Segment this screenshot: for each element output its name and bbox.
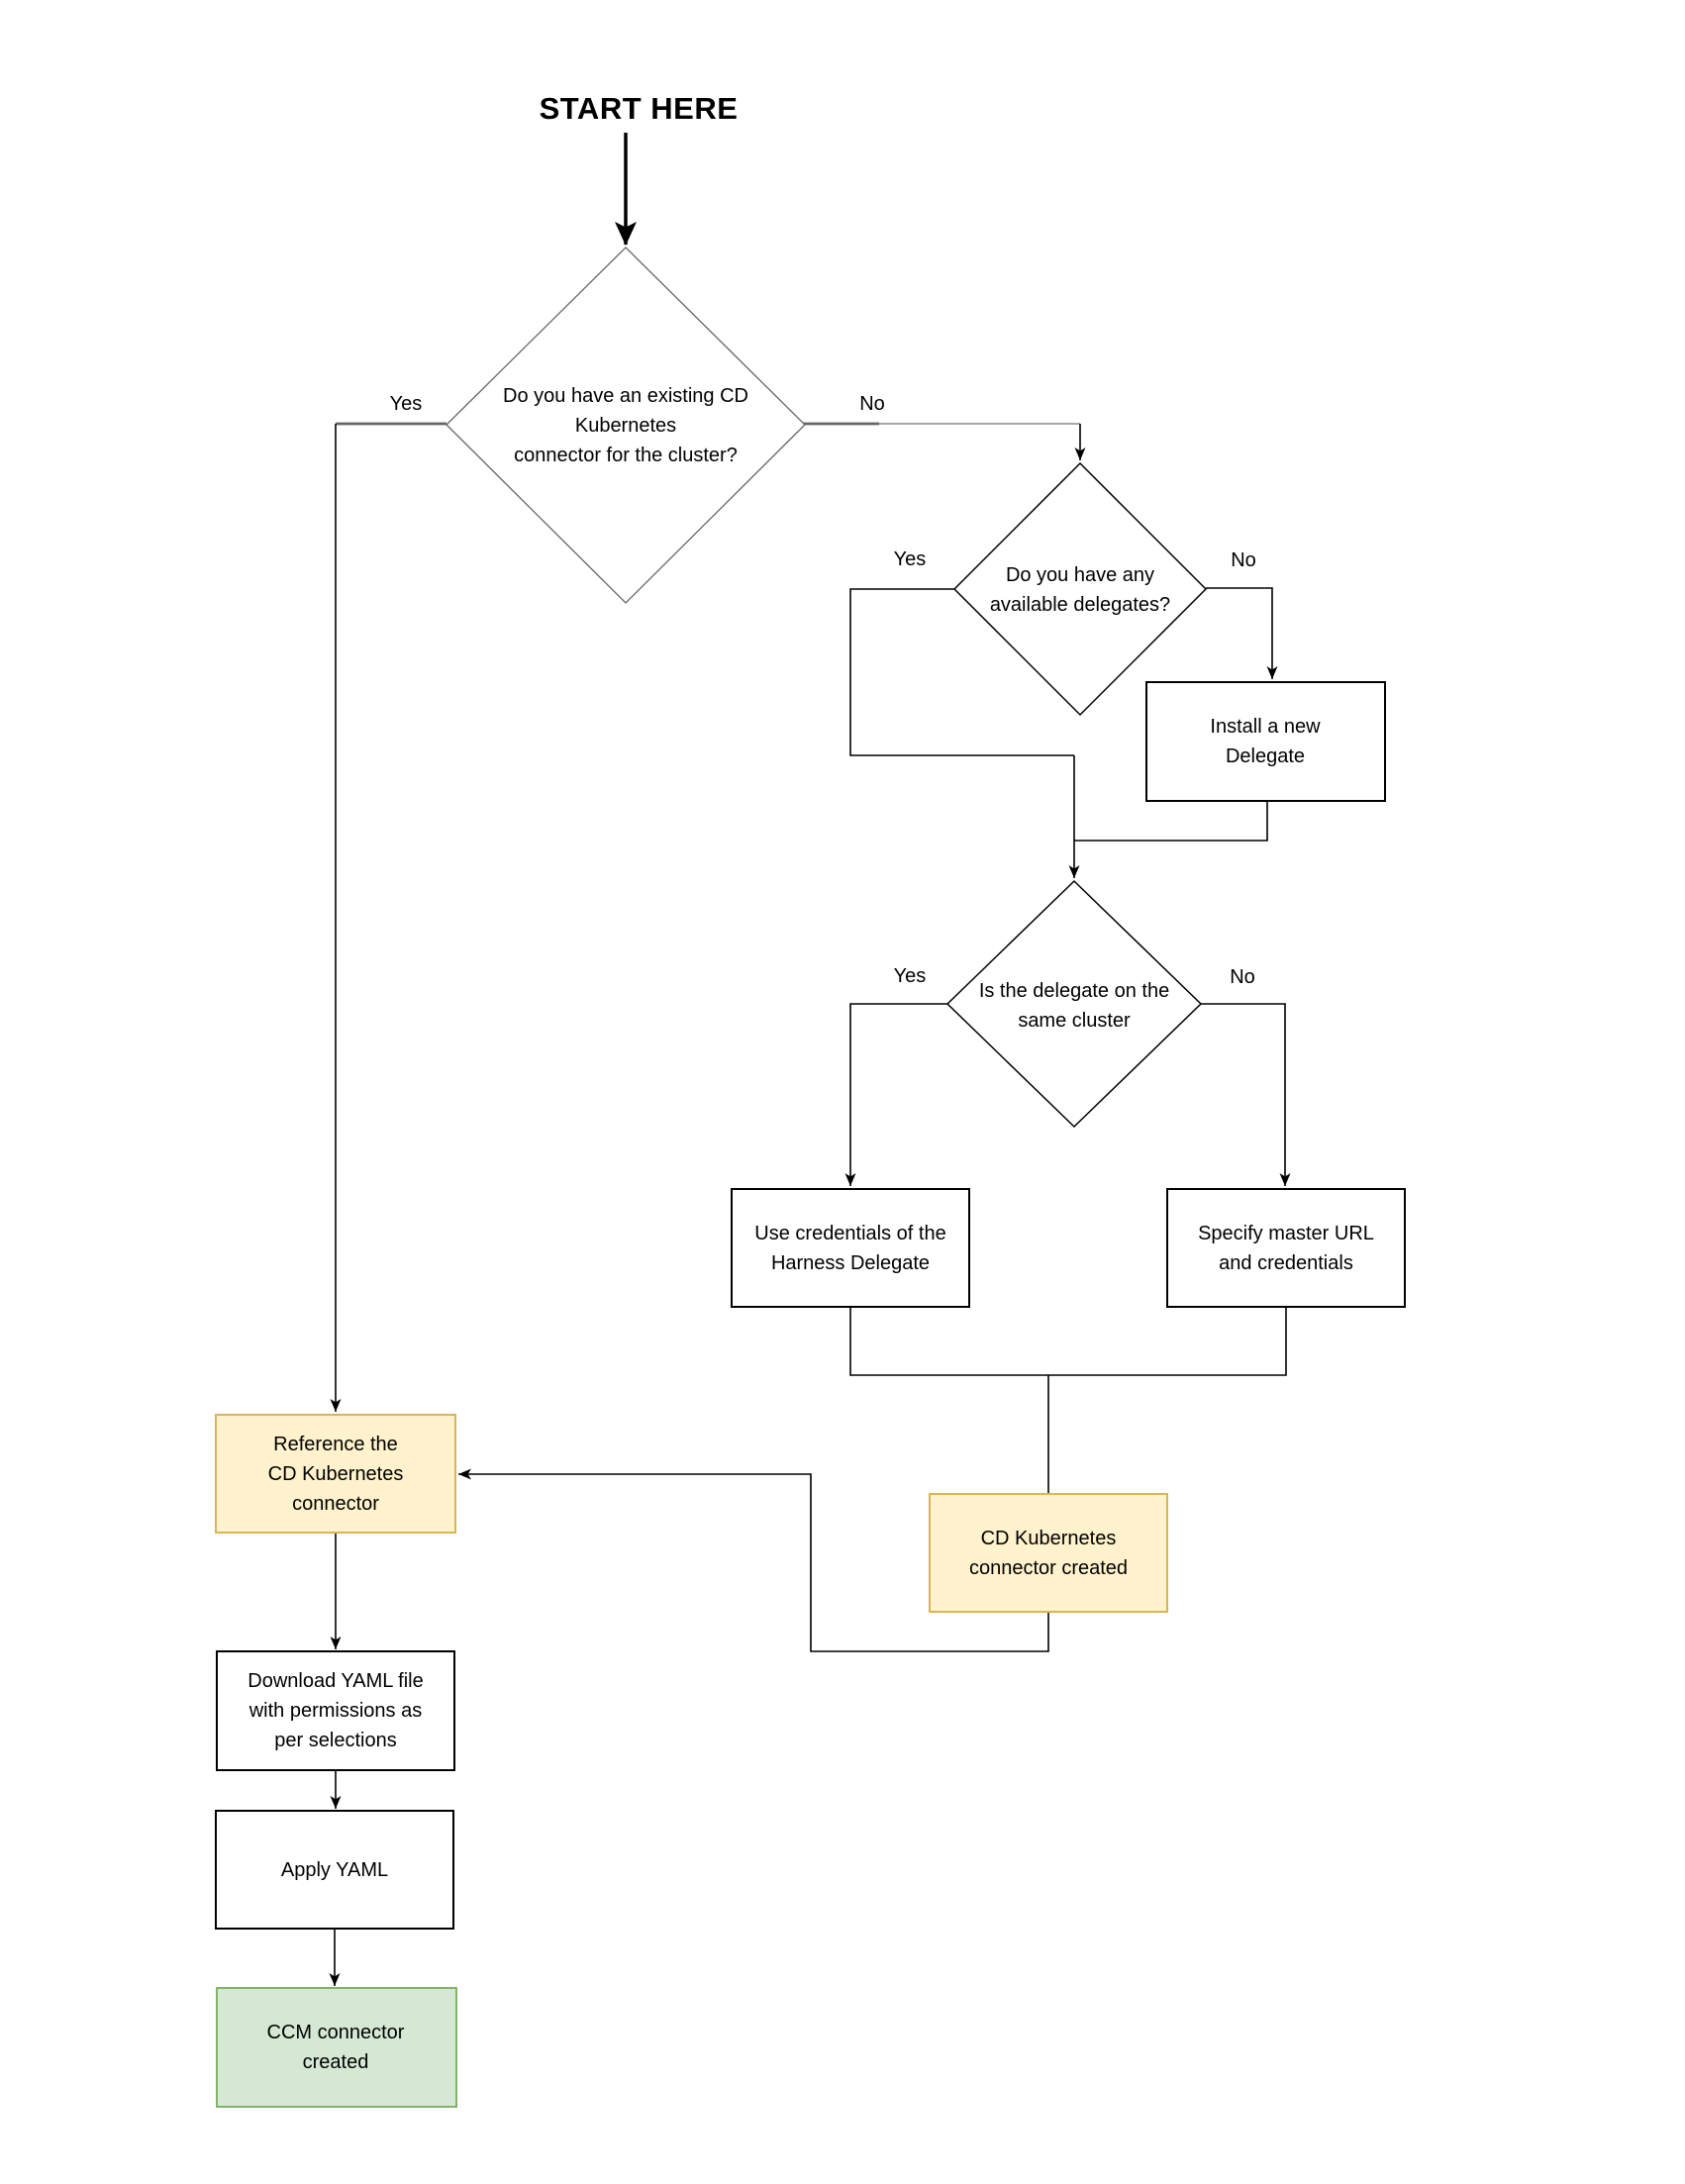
decision3-diamond <box>945 879 1203 1129</box>
download-yaml-label: Download YAML file with permissions as p… <box>248 1670 424 1751</box>
decision1-yes-label: Yes <box>389 393 423 415</box>
specify-master-label: Specify master URL and credentials <box>1198 1223 1374 1274</box>
edge-use-credentials-out <box>849 1307 1048 1376</box>
cd-connector-created-label: CD Kubernetes connector created <box>968 1528 1129 1579</box>
decision3-question: Is the delegate on the same cluster <box>978 980 1170 1032</box>
decision1-no-label: No <box>859 393 885 415</box>
install-delegate-label: Install a new Delegate <box>1210 716 1321 767</box>
edge-cd-created-to-reference <box>458 1468 1049 1652</box>
cd-connector-created-box <box>929 1493 1168 1613</box>
decision1-diamond <box>446 247 806 604</box>
edge-decision3-yes <box>844 1003 947 1186</box>
edge-decision2-no <box>1206 587 1278 679</box>
apply-yaml-label: Apply YAML <box>280 1859 389 1881</box>
decision1-question: Do you have an existing CD Kubernetes co… <box>503 385 748 466</box>
decision2-yes-label: Yes <box>893 548 927 570</box>
decision2-diamond <box>952 461 1208 717</box>
edge-install-out <box>1074 801 1268 842</box>
reference-connector-label: Reference the CD Kubernetes connector <box>267 1434 404 1515</box>
ccm-connector-created-box <box>216 1987 457 2108</box>
decision2-question: Do you have any available delegates? <box>989 564 1171 616</box>
download-yaml-box <box>216 1650 455 1771</box>
edge-specify-master-out <box>1048 1307 1287 1376</box>
apply-yaml-box <box>215 1810 454 1930</box>
use-credentials-box <box>731 1188 970 1308</box>
edge-decision3-no <box>1201 1003 1291 1186</box>
specify-master-box <box>1166 1188 1406 1308</box>
decision3-no-label: No <box>1230 966 1255 988</box>
edge-decision2-yes <box>849 588 1074 756</box>
decision2-no-label: No <box>1231 549 1256 571</box>
ccm-connector-created-label: CCM connector created <box>266 2022 405 2073</box>
install-delegate-box <box>1145 681 1386 802</box>
decision3-yes-label: Yes <box>893 965 927 987</box>
reference-connector-box <box>215 1414 456 1534</box>
start-here-title: START HERE <box>539 91 739 126</box>
use-credentials-label: Use credentials of the Harness Delegate <box>754 1223 946 1274</box>
